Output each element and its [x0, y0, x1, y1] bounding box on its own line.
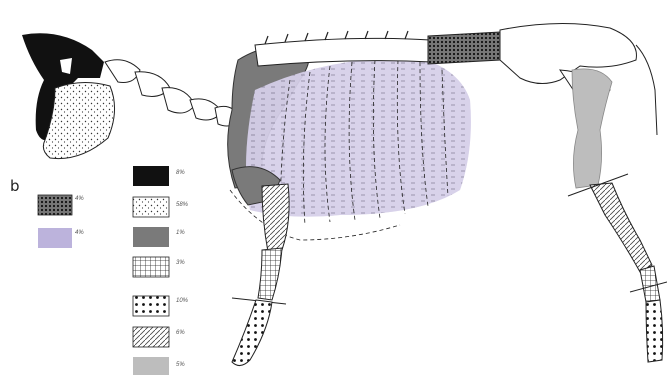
legend-right-swatch-3 [133, 227, 169, 247]
legend-left-swatch-1 [38, 195, 72, 215]
legend-right-swatch-2 [133, 197, 169, 217]
femur [572, 69, 612, 188]
legend-right-swatch-6 [133, 327, 169, 347]
legend-right-swatch-5 [133, 296, 169, 316]
fore-radius [262, 184, 289, 252]
fore-metacarpal [258, 248, 282, 300]
legend-right-label-7: 5% [176, 362, 185, 368]
legend-right-swatch-4 [133, 257, 169, 277]
thoracic-spine [255, 31, 432, 66]
legend-right-label-5: 10% [176, 298, 188, 304]
legend-left-label-2: 4% [75, 230, 84, 236]
hind-tibia [590, 183, 652, 272]
legend-right-swatch-7 [133, 357, 169, 375]
panel-label: b [10, 177, 20, 195]
cervical-vertebrae [105, 60, 240, 126]
hind-phalanges [646, 300, 663, 362]
legend-right-label-1: 8% [176, 170, 185, 176]
lumbar-vertebrae [428, 32, 500, 64]
legend-right-swatch-1 [133, 166, 169, 186]
fore-phalanges [232, 300, 272, 366]
legend-right-label-3: 1% [176, 230, 185, 236]
legend-left-label-1: 4% [75, 196, 84, 202]
legend-right-label-4: 3% [176, 260, 185, 266]
hind-metatarsal [640, 266, 660, 302]
legend-right-label-2: 58% [176, 202, 188, 208]
legend-right-label-6: 6% [176, 330, 185, 336]
skull [22, 33, 115, 158]
legend-left-swatch-2 [38, 228, 72, 248]
